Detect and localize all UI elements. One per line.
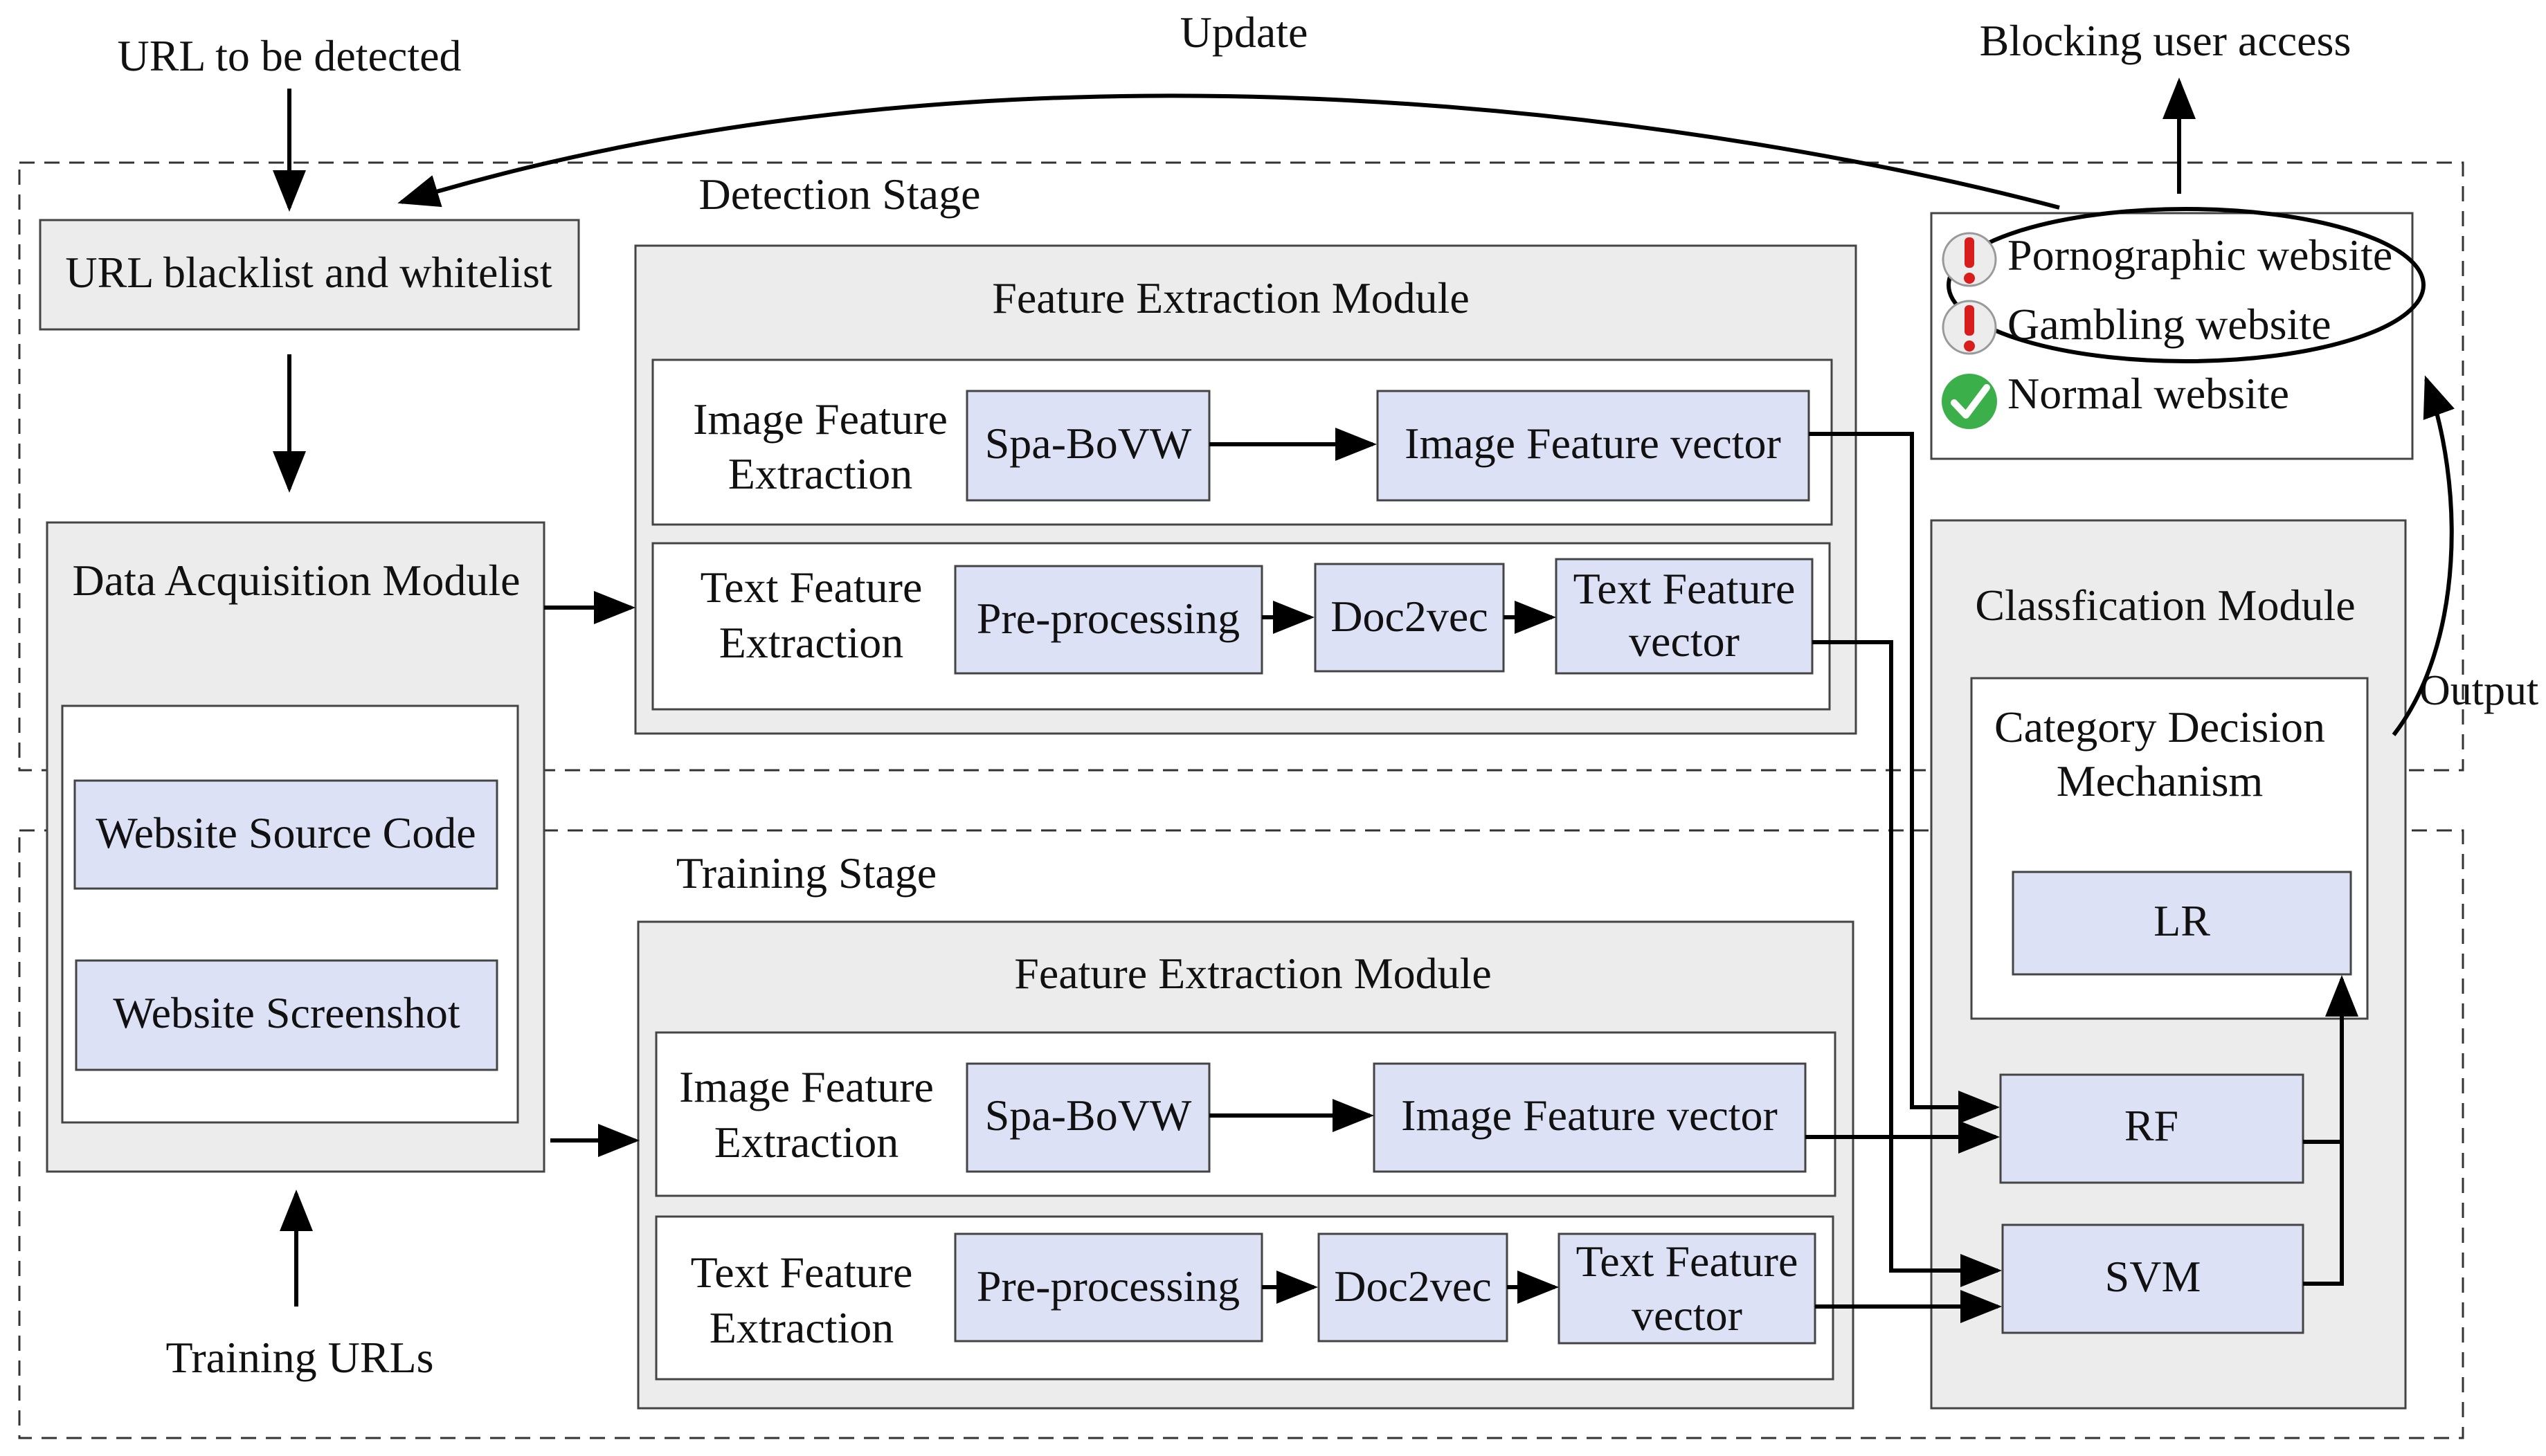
- training-text-feature-vector-box: [1558, 1232, 1816, 1345]
- training-spa-bovw-box: [966, 1062, 1211, 1173]
- training-image-extraction-label: Image Feature: [679, 1062, 934, 1111]
- url-to-be-detected-label: URL to be detected: [118, 31, 462, 80]
- data-acquisition-title: Data Acquisition Module: [72, 556, 520, 605]
- lr-box: [2012, 871, 2352, 976]
- normal-check-icon: [1942, 374, 1997, 429]
- pornographic-alert-icon: [1942, 232, 1997, 287]
- detection-stage-label: Detection Stage: [699, 170, 981, 219]
- website-screenshot-label: Website Screenshot: [113, 988, 460, 1037]
- svm-box: [2001, 1223, 2304, 1334]
- detection-doc2vec-box: [1314, 563, 1505, 673]
- training-stage-region: [18, 829, 2464, 1439]
- detection-text-extraction-label-2: Extraction: [719, 618, 904, 667]
- rf-label: RF: [2124, 1101, 2178, 1150]
- training-text-feature-vector-label: Text Feature: [1576, 1237, 1798, 1286]
- svm-label: SVM: [2105, 1252, 2201, 1301]
- training-doc2vec-box: [1317, 1232, 1508, 1343]
- rf-box: [1999, 1073, 2304, 1184]
- output-label: Output: [2419, 667, 2538, 714]
- detection-text-feature-vector-label-2: vector: [1629, 617, 1740, 666]
- training-doc2vec-label: Doc2vec: [1334, 1262, 1491, 1311]
- arrow-det-tfv-to-svm: [1812, 640, 2002, 1287]
- category-decision-label: Category Decision: [1994, 702, 2325, 752]
- lr-label: LR: [2154, 896, 2210, 945]
- arrow-update: [397, 93, 2060, 210]
- training-text-extraction-label-2: Extraction: [710, 1303, 894, 1352]
- normal-website-label: Normal website: [2007, 369, 2289, 418]
- training-text-extraction-label: Text Feature: [691, 1248, 913, 1297]
- detection-fem-title: Feature Extraction Module: [992, 273, 1470, 322]
- detection-image-feature-vector-label: Image Feature vector: [1405, 419, 1781, 468]
- detection-preprocessing-label: Pre-processing: [977, 594, 1240, 643]
- arrow-output: [2392, 375, 2455, 736]
- detection-text-extraction-label: Text Feature: [701, 563, 923, 612]
- classification-module-title: Classfication Module: [1975, 581, 2355, 630]
- website-source-code-label: Website Source Code: [96, 808, 476, 857]
- detection-spa-bovw-box: [966, 390, 1211, 502]
- detection-stage-region: [18, 161, 2464, 772]
- gambling-website-label: Gambling website: [2007, 300, 2331, 349]
- blocking-user-access-label: Blocking user access: [1980, 16, 2351, 65]
- training-urls-label: Training URLs: [165, 1333, 433, 1382]
- detection-text-feature-vector-label: Text Feature: [1573, 564, 1796, 613]
- training-text-feature-vector-label-2: vector: [1632, 1291, 1742, 1340]
- update-label: Update: [1180, 8, 1308, 57]
- training-image-feature-vector-label: Image Feature vector: [1401, 1091, 1778, 1140]
- training-image-feature-vector-box: [1373, 1062, 1807, 1173]
- arrow-svm-to-lr: [2303, 975, 2358, 1286]
- detection-spa-bovw-label: Spa-BoVW: [985, 419, 1192, 468]
- training-preprocessing-label: Pre-processing: [977, 1262, 1240, 1311]
- url-list-box: [39, 219, 580, 331]
- detection-image-extraction-label: Image Feature: [693, 394, 948, 444]
- training-image-extraction-label-2: Extraction: [714, 1118, 899, 1167]
- detection-doc2vec-label: Doc2vec: [1330, 592, 1488, 641]
- gambling-alert-icon: [1942, 300, 1997, 355]
- training-stage-label: Training Stage: [676, 848, 937, 898]
- website-source-code-box: [73, 779, 498, 890]
- connectors: [273, 78, 2455, 1323]
- blocked-categories-ellipse: [1947, 207, 2426, 363]
- detection-text-feature-vector-box: [1555, 558, 1814, 675]
- detection-preprocessing-box: [954, 565, 1263, 675]
- category-decision-label-2: Mechanism: [2057, 756, 2264, 806]
- training-spa-bovw-label: Spa-BoVW: [985, 1091, 1192, 1140]
- detection-image-extraction-label-2: Extraction: [728, 449, 913, 498]
- training-fem-title: Feature Extraction Module: [1014, 949, 1492, 998]
- website-screenshot-box: [75, 959, 498, 1071]
- url-list-label: URL blacklist and whitelist: [65, 248, 552, 297]
- arrow-det-ifv-to-rf: [1809, 432, 2000, 1124]
- pornographic-website-label: Pornographic website: [2007, 230, 2392, 280]
- detection-image-feature-vector-box: [1376, 390, 1810, 502]
